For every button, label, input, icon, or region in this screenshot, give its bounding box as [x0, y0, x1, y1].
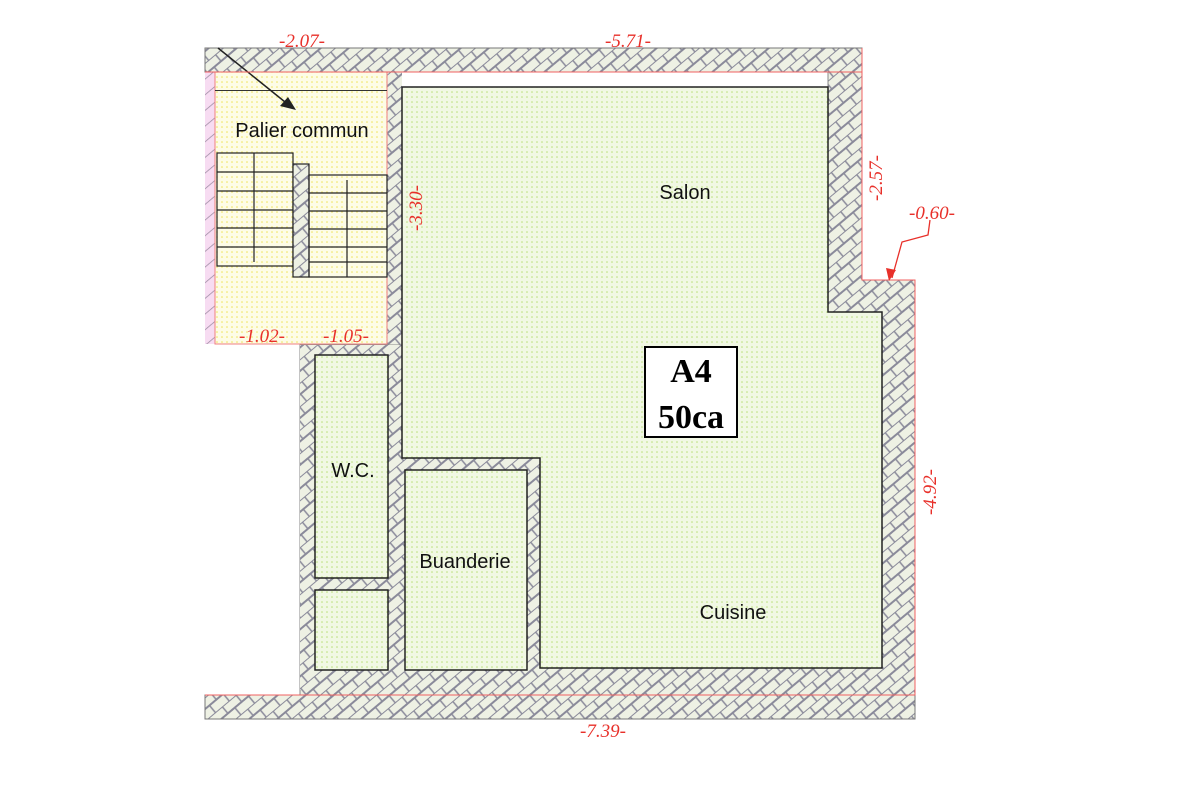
dimension-top-left: -2.07-: [279, 31, 325, 52]
room-label-palier: Palier commun: [235, 120, 368, 142]
dimension-top-right: -5.71-: [605, 31, 651, 52]
step-leader: [891, 219, 931, 279]
entry-arrow: [217, 47, 291, 107]
dimension-right-upper: -2.57-: [866, 155, 887, 201]
room-label-cuisine: Cuisine: [700, 602, 767, 624]
room-label-buanderie: Buanderie: [419, 551, 510, 573]
dimension-palier-right: -1.05-: [323, 326, 369, 347]
dimension-step: -0.60-: [909, 203, 955, 224]
dimension-stair-wall: -3.30-: [406, 185, 427, 231]
buanderie-room: [404, 469, 528, 671]
dimension-right-lower: -4.92-: [920, 469, 941, 515]
dimension-palier-left: -1.02-: [239, 326, 285, 347]
unit-label-name: A4: [670, 353, 712, 390]
storage-room: [314, 589, 389, 671]
room-label-wc: W.C.: [331, 460, 374, 482]
unit-label-box: [644, 346, 738, 438]
wc-room: [314, 354, 389, 579]
unit-label-area: 50ca: [658, 399, 724, 436]
stairs: [216, 152, 388, 278]
salon-cuisine-area: [401, 86, 883, 669]
dimension-bottom: -7.39-: [580, 721, 626, 742]
room-label-salon: Salon: [659, 182, 710, 204]
